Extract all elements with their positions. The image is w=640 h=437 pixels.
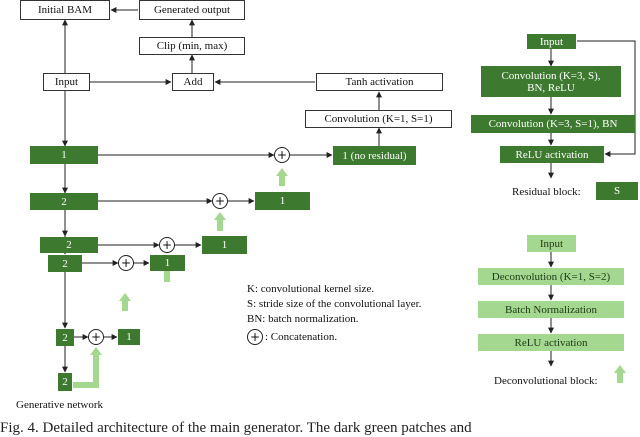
level2-left-block: 2 <box>30 193 98 210</box>
level2-right-block: 1 <box>255 192 310 210</box>
residual-conv1-box: Convolution (K=3, S), BN, ReLU <box>481 66 621 97</box>
legend-bn: BN: batch normalization. <box>247 313 359 325</box>
concat-circle-5: + <box>88 329 104 345</box>
legend-concat-icon: + <box>247 329 263 345</box>
concat-circle-4: + <box>118 255 134 271</box>
deconv-batchnorm-box: Batch Normalization <box>478 301 624 318</box>
level4-right-block: 1 <box>150 255 185 271</box>
legend-concat: : Concatenation. <box>265 331 338 343</box>
deconv-deconvolution-box: Deconvolution (K=1, S=2) <box>478 268 624 285</box>
residual-relu-box: ReLU activation <box>500 146 604 163</box>
deconv-arrow <box>214 212 226 231</box>
level4-left-block: 2 <box>48 255 82 272</box>
deconv-input-box: Input <box>527 235 576 252</box>
level5-left-block: 2 <box>56 329 74 346</box>
add-box: Add <box>172 73 214 91</box>
convolution-box: Convolution (K=1, S=1) <box>305 110 452 128</box>
level3-right-block: 1 <box>202 236 247 254</box>
deconv-arrow-legend <box>614 365 626 383</box>
input-box: Input <box>43 73 90 91</box>
tanh-box: Tanh activation <box>316 73 443 91</box>
concat-circle-2: + <box>212 193 228 209</box>
legend-s: S: stride size of the convolutional laye… <box>247 298 422 310</box>
deconv-relu-box: ReLU activation <box>478 334 624 351</box>
level1-left-block: 1 <box>30 146 98 164</box>
bottom-block: 2 <box>58 373 72 391</box>
figure-caption: Fig. 4. Detailed architecture of the mai… <box>0 420 472 436</box>
concat-circle-1: + <box>274 147 290 163</box>
residual-conv2-box: Convolution (K=3, S=1), BN <box>471 115 635 133</box>
deconv-arrow <box>73 347 102 388</box>
concat-circle-3: + <box>159 237 175 253</box>
residual-input-box: Input <box>527 34 576 49</box>
deconv-arrow <box>276 168 288 186</box>
residual-conv1-line1: Convolution (K=3, S), <box>501 69 601 82</box>
residual-block-swatch: S <box>596 182 638 200</box>
clip-box: Clip (min, max) <box>139 37 245 55</box>
residual-block-label: Residual block: <box>512 186 581 198</box>
residual-conv1-line2: BN, ReLU <box>527 81 575 94</box>
no-residual-block: 1 (no residual) <box>333 146 416 165</box>
generated-output-box: Generated output <box>139 0 245 20</box>
deconv-arrow <box>119 293 131 311</box>
generative-network-label: Generative network <box>16 399 104 411</box>
deconv-block-label: Deconvolutional block: <box>494 375 598 387</box>
legend-k: K: convolutional kernel size. <box>247 283 375 295</box>
deconv-arrows <box>73 168 626 388</box>
level5-right-block: 1 <box>118 329 140 345</box>
level3-left-block: 2 <box>40 237 98 253</box>
initial-bam-box: Initial BAM <box>20 0 110 20</box>
